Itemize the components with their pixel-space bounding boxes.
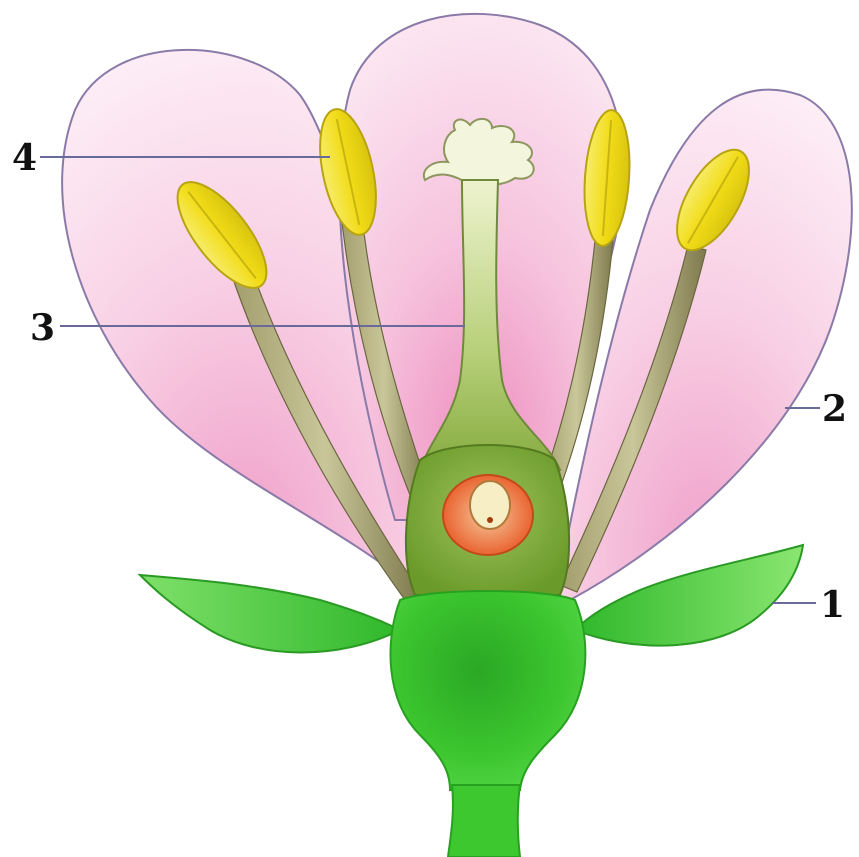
callout-style: 3 (30, 307, 55, 349)
callout-anther: 4 (12, 137, 37, 179)
stem (448, 785, 520, 857)
callout-sepal: 1 (820, 584, 845, 626)
callout-petal: 2 (822, 388, 847, 430)
receptacle (390, 591, 585, 790)
ovule (443, 475, 533, 555)
sepal-left (140, 575, 400, 653)
